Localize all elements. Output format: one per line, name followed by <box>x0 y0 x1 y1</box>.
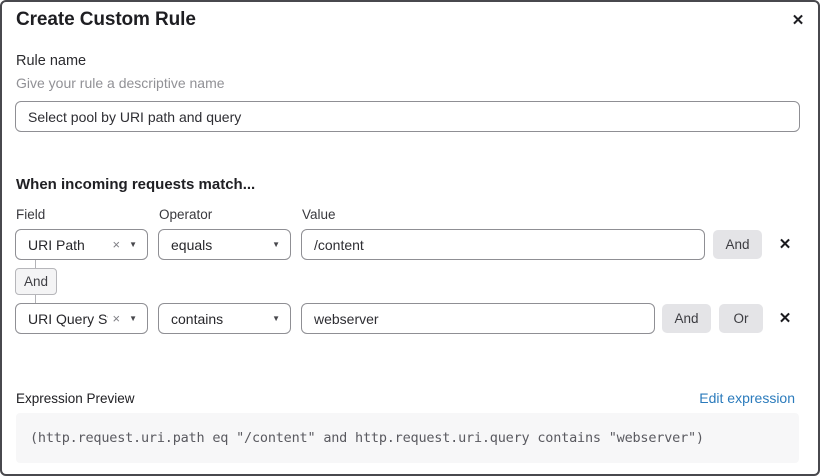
chevron-down-icon: ▼ <box>272 239 280 249</box>
value-input-row1[interactable] <box>301 229 705 260</box>
or-button-row2[interactable]: Or <box>719 304 763 333</box>
edit-expression-link[interactable]: Edit expression <box>699 390 795 406</box>
field-select-row2[interactable]: URI Query St... × ▼ <box>15 303 148 334</box>
operator-select-row1[interactable]: equals ▼ <box>158 229 291 260</box>
and-button-row2[interactable]: And <box>662 304 711 333</box>
value-column-label: Value <box>302 207 336 222</box>
rule-name-label: Rule name <box>16 53 87 69</box>
chevron-down-icon: ▼ <box>272 313 280 323</box>
close-icon[interactable]: ✕ <box>786 8 810 32</box>
value-input-row2[interactable] <box>301 303 655 334</box>
operator-select-row2-value: contains <box>171 310 224 327</box>
field-select-row1[interactable]: URI Path × ▼ <box>15 229 148 260</box>
expression-code-block: (http.request.uri.path eq "/content" and… <box>16 413 799 463</box>
field-column-label: Field <box>16 207 46 222</box>
rule-name-helper: Give your rule a descriptive name <box>16 75 225 91</box>
operator-column-label: Operator <box>159 207 213 222</box>
and-button-row1[interactable]: And <box>713 230 762 259</box>
connector-and-toggle[interactable]: And <box>15 268 57 295</box>
match-heading: When incoming requests match... <box>16 176 256 193</box>
chevron-down-icon: ▼ <box>129 239 137 249</box>
dialog-title: Create Custom Rule <box>16 9 196 30</box>
expression-preview-label: Expression Preview <box>16 391 135 406</box>
field-select-row2-value: URI Query St... <box>28 310 108 327</box>
remove-row2-icon[interactable]: ✕ <box>773 309 797 327</box>
clear-icon[interactable]: × <box>112 237 121 252</box>
rule-name-input[interactable] <box>15 101 800 132</box>
clear-icon[interactable]: × <box>112 311 121 326</box>
operator-select-row2[interactable]: contains ▼ <box>158 303 291 334</box>
expression-code: (http.request.uri.path eq "/content" and… <box>30 430 704 446</box>
operator-select-row1-value: equals <box>171 236 213 253</box>
field-select-row1-value: URI Path <box>28 236 85 253</box>
remove-row1-icon[interactable]: ✕ <box>773 235 797 253</box>
chevron-down-icon: ▼ <box>129 313 137 323</box>
